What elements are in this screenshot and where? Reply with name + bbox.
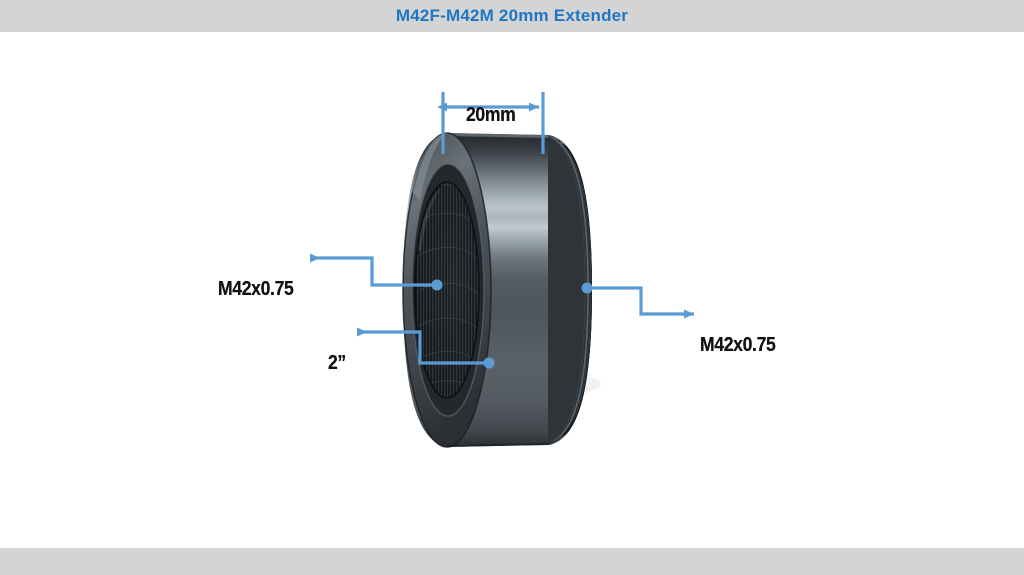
- callout-barrel-size: [357, 327, 495, 369]
- flange-highlight: [412, 133, 447, 200]
- callout-dot-barrel: [483, 357, 495, 369]
- product-diagram-canvas: 20mm M42x0.75 M42x0.75 2”: [0, 32, 1024, 548]
- page-title: M42F-M42M 20mm Extender: [395, 6, 629, 25]
- callout-label-right-thread: M42x0.75: [700, 334, 776, 356]
- footer-band: [0, 548, 1024, 575]
- extender-part: [402, 132, 601, 448]
- bore-edge-line: [414, 181, 480, 399]
- callout-left-thread: [310, 253, 443, 291]
- callout-label-barrel-size: 2”: [328, 352, 346, 374]
- extender-illustration: [310, 92, 694, 448]
- leader-line-left: [310, 253, 437, 287]
- annotation-layer: [310, 92, 694, 369]
- dimension-20mm: [437, 92, 545, 154]
- header-band: [0, 0, 1024, 32]
- flange-inner-step-edge: [411, 163, 485, 417]
- callout-dot-right: [581, 282, 593, 294]
- callout-dot-left: [431, 279, 443, 291]
- callout-label-left-thread: M42x0.75: [218, 278, 294, 300]
- callout-right-thread: [581, 282, 694, 319]
- leader-line-right: [587, 286, 694, 319]
- dimension-label-width: 20mm: [466, 104, 516, 126]
- leader-line-barrel: [357, 327, 489, 365]
- male-thread-group: [548, 135, 592, 445]
